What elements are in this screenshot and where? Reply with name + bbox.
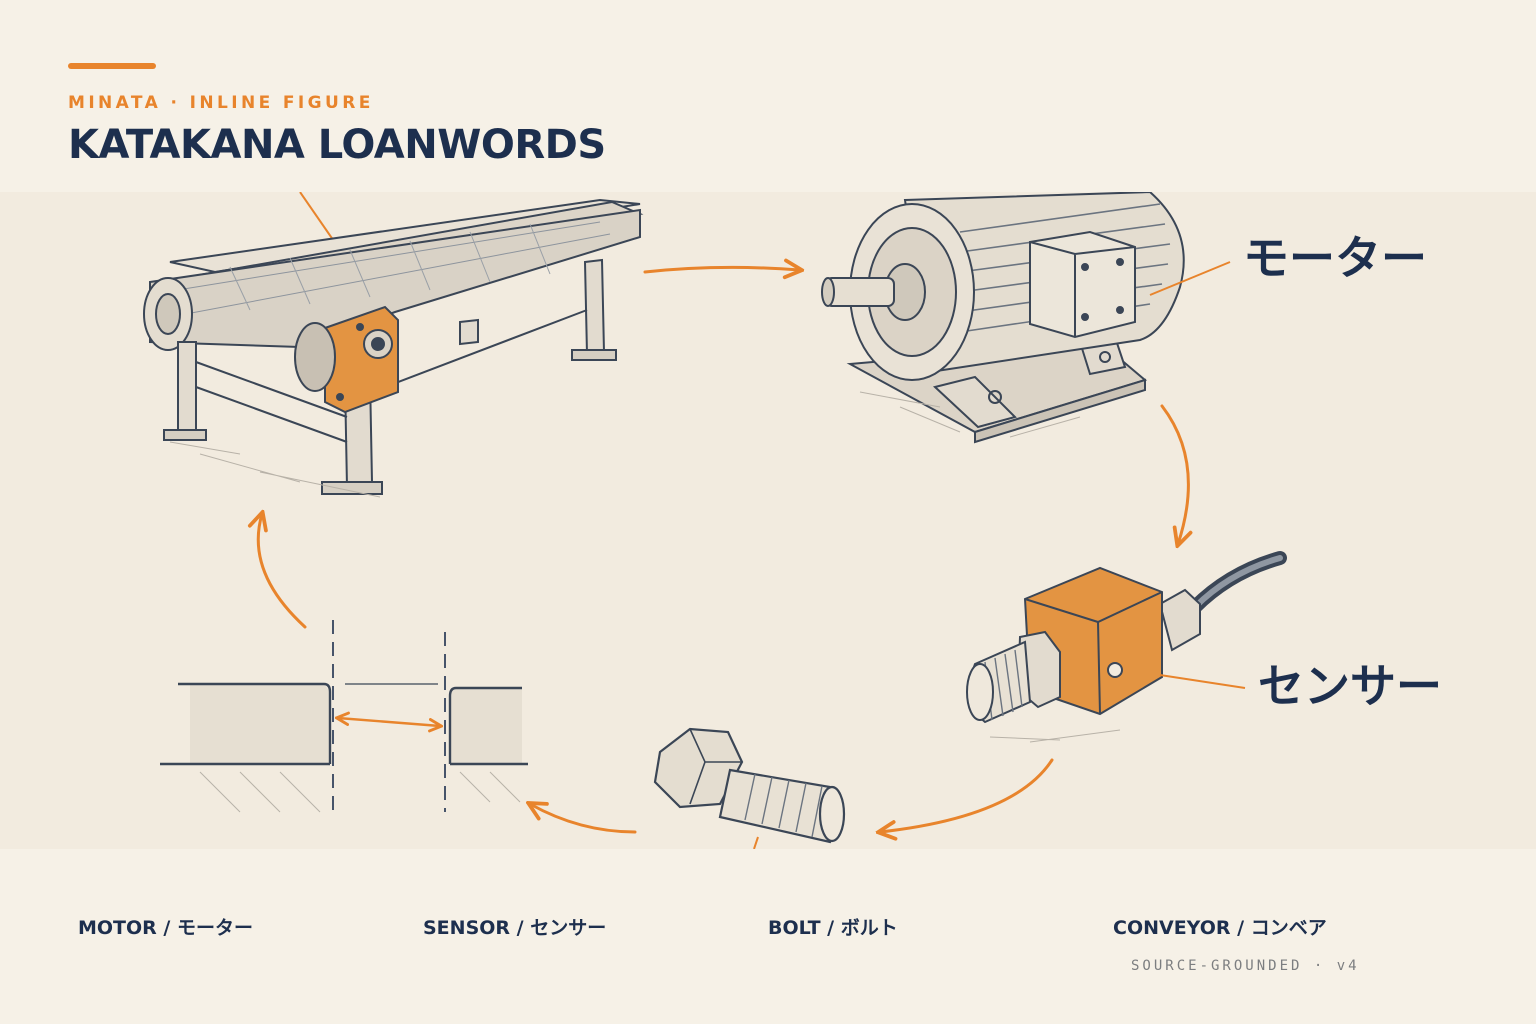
loanword-cycle-figure: モーター センサー [143,192,1442,849]
accent-bar [68,63,156,69]
arrow-motor-to-sensor [1160,404,1188,544]
legend-item-motor: MOTOR / モーター [78,917,253,939]
motor-label: モーター [1243,231,1427,285]
arrow-sensor-to-bolt [880,758,1054,832]
page-title: KATAKANA LOANWORDS [68,122,606,168]
motor-callout-line [1149,261,1231,296]
sensor-illustration [966,551,1287,743]
legend-item-conveyor: CONVEYOR / コンベア [1113,917,1327,939]
footer-source-note: SOURCE-GROUNDED · v4 [1131,958,1360,974]
sensor-label: センサー [1258,659,1442,713]
kicker: MINATA · INLINE FIGURE [68,93,374,113]
cycle-arrows [258,267,1188,832]
arrow-conveyor-to-motor [643,267,800,272]
motor-illustration [821,192,1231,444]
arrow-gap-to-conveyor [258,514,307,629]
bolt-illustration [653,727,846,849]
gap-dimension-arrow [338,718,440,726]
legend-item-sensor: SENSOR / センサー [423,917,607,939]
bolt-callout-line [753,836,759,849]
conveyor-illustration [143,192,644,498]
sensor-callout-line [1159,674,1246,689]
tolerance-gap-illustration [160,620,528,813]
arrow-bolt-to-gap [530,804,637,834]
legend-item-bolt: BOLT / ボルト [768,917,898,939]
